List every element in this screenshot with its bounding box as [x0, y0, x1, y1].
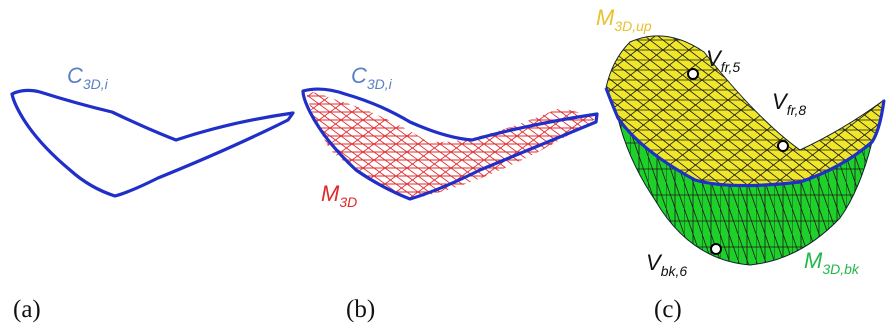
vertex-vbk6-marker	[710, 243, 722, 255]
back-mesh-label: M3D,bk	[804, 248, 860, 277]
panel-a: C3D,i	[10, 63, 295, 198]
vfr8-label: Vfr,8	[772, 89, 806, 118]
mesh-label: M3D	[321, 181, 357, 210]
panel-b-caption: (b)	[346, 296, 376, 323]
curve-label-a: C3D,i	[67, 63, 109, 92]
vfr5-label: Vfr,5	[706, 46, 740, 75]
panel-c-caption: (c)	[654, 296, 682, 323]
upper-mesh-label: M3D,up	[596, 5, 652, 34]
vertex-vfr5-marker	[687, 68, 699, 80]
panel-b: C3D,i M3D	[301, 63, 599, 210]
panel-c: M3D,up Vfr,5 Vfr,8 Vbk,6 M3D,bk	[596, 5, 886, 279]
mesh-surface	[306, 91, 597, 199]
vertex-vfr8-marker	[777, 140, 789, 152]
vbk6-label: Vbk,6	[646, 250, 687, 279]
closed-contour-curve	[301, 87, 599, 201]
panel-a-caption: (a)	[13, 296, 41, 323]
closed-contour-curve	[10, 88, 295, 198]
boundary-curve-c	[604, 87, 886, 188]
curve-label-b: C3D,i	[351, 63, 393, 92]
